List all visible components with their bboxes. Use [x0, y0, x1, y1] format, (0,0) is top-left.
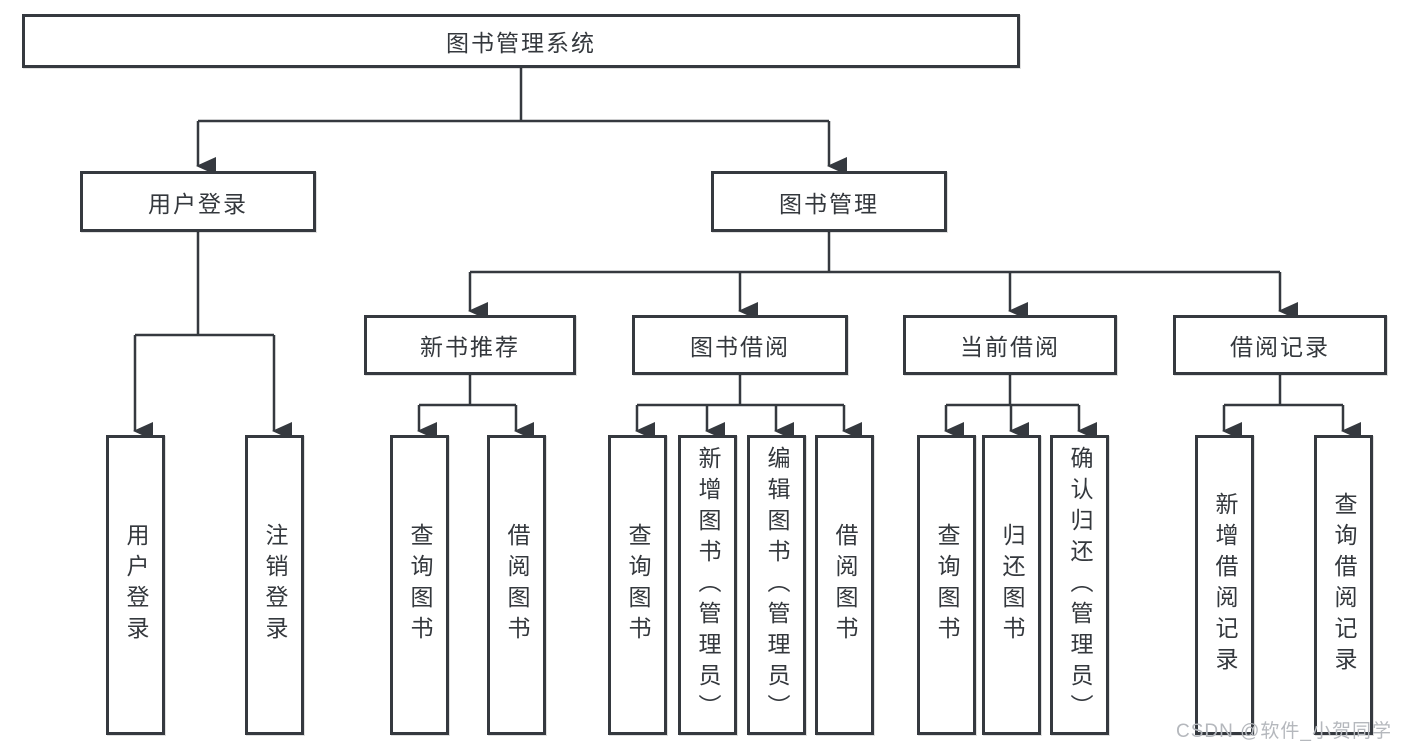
leaf-edit-books-admin: 编辑图书（管理员）	[747, 435, 806, 735]
node-current-borrow: 当前借阅	[903, 315, 1117, 375]
leaf-query-books-recommend: 查询图书	[390, 435, 449, 735]
leaf-user-login: 用户登录	[106, 435, 165, 735]
leaf-return-books: 归还图书	[982, 435, 1041, 735]
node-borrow-records: 借阅记录	[1173, 315, 1387, 375]
leaf-confirm-return-admin: 确认归还（管理员）	[1050, 435, 1109, 735]
leaf-query-books-borrow: 查询图书	[608, 435, 667, 735]
csdn-watermark: CSDN @软件_小贺同学	[1176, 721, 1392, 742]
leaf-add-books-admin: 新增图书（管理员）	[678, 435, 737, 735]
node-book-borrowing: 图书借阅	[632, 315, 848, 375]
node-root-library-system: 图书管理系统	[22, 14, 1020, 68]
leaf-borrow-books-recommend: 借阅图书	[487, 435, 546, 735]
leaf-query-borrow-record: 查询借阅记录	[1314, 435, 1373, 735]
leaf-add-borrow-record: 新增借阅记录	[1195, 435, 1254, 735]
node-book-management: 图书管理	[711, 171, 947, 232]
leaf-borrow-books: 借阅图书	[815, 435, 874, 735]
node-new-book-recommend: 新书推荐	[364, 315, 576, 375]
node-user-login: 用户登录	[80, 171, 316, 232]
leaf-query-books-current: 查询图书	[917, 435, 976, 735]
leaf-logout: 注销登录	[245, 435, 304, 735]
